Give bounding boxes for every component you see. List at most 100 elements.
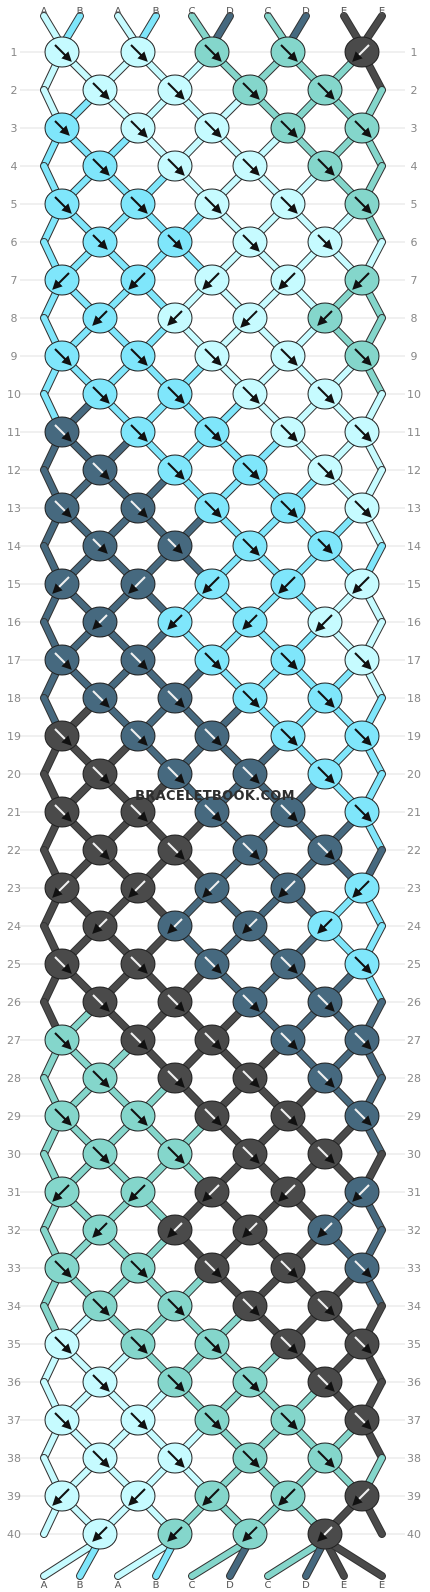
knot-direction-arrow-icon [354, 424, 372, 442]
knot-direction-arrow-icon [92, 1070, 110, 1088]
knot-direction-arrow-icon [130, 1412, 148, 1430]
knot [232, 1518, 268, 1550]
knot [157, 986, 193, 1018]
knot-direction-arrow-icon [317, 766, 335, 784]
knot [120, 112, 156, 144]
knot [270, 872, 306, 904]
row-number-right: 40 [407, 1528, 421, 1541]
row-number-left: 13 [7, 502, 21, 515]
row-number-left: 14 [7, 540, 21, 553]
knot [194, 264, 230, 296]
knot [270, 416, 306, 448]
knot-direction-arrow-icon [130, 1260, 148, 1278]
knot-direction-arrow-icon [130, 196, 148, 214]
knot [232, 1214, 268, 1246]
row-number-left: 16 [7, 616, 21, 629]
row-number-left: 37 [7, 1414, 21, 1427]
knot [82, 1366, 118, 1398]
knot-direction-arrow-icon [92, 918, 108, 934]
knot-direction-arrow-icon [52, 272, 70, 290]
knots [44, 36, 380, 1550]
knot-direction-arrow-icon [242, 158, 260, 176]
row-number-right: 3 [411, 122, 418, 135]
knot-direction-arrow-icon [130, 1032, 148, 1050]
string-label-bottom: D [302, 1580, 310, 1591]
knot [307, 1214, 343, 1246]
knot [307, 682, 343, 714]
knot [157, 606, 193, 638]
row-number-right: 15 [407, 578, 421, 591]
knot-direction-arrow-icon [317, 690, 335, 708]
row-number-right: 20 [407, 768, 421, 781]
row-number-right: 34 [407, 1300, 421, 1313]
knot-direction-arrow-icon [54, 120, 70, 136]
knot [157, 758, 193, 790]
knot [194, 796, 230, 828]
knot-direction-arrow-icon [130, 348, 148, 366]
knot-direction-arrow-icon [280, 1336, 298, 1354]
knot-direction-arrow-icon [242, 82, 260, 100]
knot [157, 226, 193, 258]
knot-direction-arrow-icon [352, 880, 370, 898]
knot [344, 1100, 380, 1132]
row-number-right: 17 [407, 654, 421, 667]
knot-direction-arrow-icon [204, 1412, 222, 1430]
row-number-left: 4 [11, 160, 18, 173]
row-number-left: 20 [7, 768, 21, 781]
knot [307, 454, 343, 486]
knot-direction-arrow-icon [202, 272, 220, 290]
string-label-bottom: A [115, 1580, 122, 1591]
knot-direction-arrow-icon [130, 120, 148, 138]
row-number-right: 27 [407, 1034, 421, 1047]
knot [307, 1138, 343, 1170]
knot [194, 112, 230, 144]
row-number-left: 28 [7, 1072, 21, 1085]
knot [232, 454, 268, 486]
knot-direction-arrow-icon [167, 1526, 183, 1542]
knot [82, 834, 118, 866]
knot-direction-arrow-icon [128, 272, 146, 290]
knot-direction-arrow-icon [92, 994, 110, 1012]
knot-direction-arrow-icon [242, 1526, 258, 1542]
knot [120, 948, 156, 980]
knot-direction-arrow-icon [54, 1108, 72, 1126]
knot-direction-arrow-icon [280, 956, 298, 974]
knot-direction-arrow-icon [167, 1450, 185, 1468]
knot-direction-arrow-icon [278, 272, 296, 290]
knot [120, 340, 156, 372]
row-number-right: 5 [411, 198, 418, 211]
knot [157, 910, 193, 942]
knot-direction-arrow-icon [204, 1336, 222, 1354]
row-number-left: 22 [7, 844, 21, 857]
row-number-left: 32 [7, 1224, 21, 1237]
row-number-right: 23 [407, 882, 421, 895]
knot [270, 1404, 306, 1436]
knot [307, 606, 343, 638]
row-number-left: 36 [7, 1376, 21, 1389]
knot [194, 1100, 230, 1132]
knot-direction-arrow-icon [92, 462, 110, 480]
knot-direction-arrow-icon [52, 880, 70, 898]
knot-direction-arrow-icon [242, 994, 260, 1012]
knot-direction-arrow-icon [315, 614, 333, 632]
knot-direction-arrow-icon [202, 880, 220, 898]
knot [157, 1518, 193, 1550]
knot-direction-arrow-icon [242, 842, 260, 860]
knot-direction-arrow-icon [167, 82, 185, 100]
knot [120, 264, 156, 296]
knot [44, 416, 80, 448]
knot [307, 910, 343, 942]
knot [82, 226, 118, 258]
string-label-top: D [302, 6, 310, 17]
knot-direction-arrow-icon [280, 728, 298, 746]
knot [194, 36, 230, 68]
knot-direction-arrow-icon [354, 652, 372, 670]
row-number-left: 40 [7, 1528, 21, 1541]
row-number-left: 29 [7, 1110, 21, 1123]
row-number-right: 36 [407, 1376, 421, 1389]
knot [270, 188, 306, 220]
knot [344, 188, 380, 220]
knot-direction-arrow-icon [280, 1412, 298, 1430]
knot [307, 226, 343, 258]
knot [270, 1480, 306, 1512]
